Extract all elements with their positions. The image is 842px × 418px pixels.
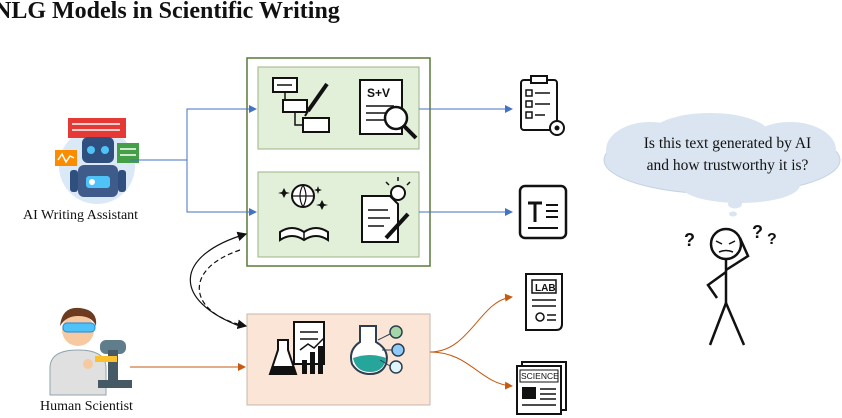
svg-text:?: ? [752, 222, 763, 242]
lab-report-icon [268, 321, 325, 375]
ai-writing-assistant-label: AI Writing Assistant [23, 208, 139, 223]
lab-scroll-icon: LAB [525, 273, 563, 331]
curved-arrow-dashed [198, 249, 248, 330]
thought-line-2: and how trustworthy it is? [646, 157, 809, 174]
lab-label: LAB [535, 283, 556, 294]
flask-science-icon [350, 325, 405, 376]
diagram-title: NLG Models in Scientific Writing [0, 0, 340, 24]
arrow-panel-to-science [429, 351, 513, 390]
thought-line-1: Is this text generated by AI [643, 135, 812, 152]
scientist-icon [49, 307, 132, 396]
thought-text: Is this text generated by AI and how tru… [620, 133, 835, 177]
curved-arrow-solid [189, 231, 248, 328]
thought-cloud [603, 113, 841, 217]
document-magnifier-icon: S+V [359, 79, 418, 140]
svg-text:?: ? [767, 231, 777, 248]
text-document-icon [518, 184, 568, 240]
arrow-panel-to-lab [429, 293, 513, 353]
human-scientist-label: Human Scientist [40, 399, 133, 414]
arrow-ai-to-bottom-panel [186, 160, 257, 216]
confused-person-icon: ? ? ? [684, 222, 777, 346]
book-globe-icon [278, 184, 329, 242]
arrow-ai-to-top-panel [130, 105, 257, 161]
document-lightbulb-icon [361, 177, 411, 243]
flowchart-pen-icon [272, 77, 330, 133]
ai-robot-icon [55, 118, 139, 204]
science-label: SCIENCE [521, 371, 559, 381]
checklist-clipboard-icon [520, 75, 565, 136]
sv-label: S+V [367, 86, 390, 100]
svg-text:?: ? [684, 230, 695, 250]
science-newspaper-icon: SCIENCE [516, 361, 567, 415]
